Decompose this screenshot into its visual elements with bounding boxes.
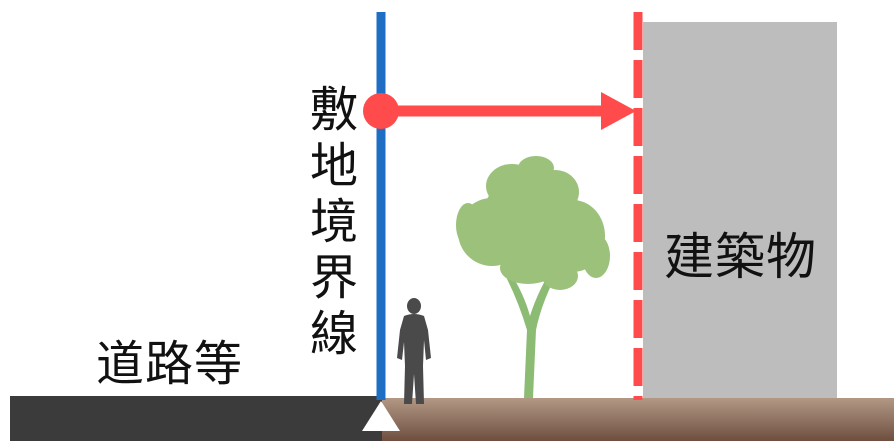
boundary-marker-icon xyxy=(362,401,400,431)
tree-foliage xyxy=(456,156,610,290)
person-icon xyxy=(397,298,431,404)
building-label: 建築物 xyxy=(664,228,817,286)
person-body xyxy=(397,314,431,404)
road-label: 道路等 xyxy=(96,336,244,392)
site-boundary-label: 敷地境界線 xyxy=(309,82,358,362)
arrow-head-icon xyxy=(601,92,636,130)
tree-icon xyxy=(456,156,610,398)
building-block xyxy=(643,22,837,398)
tree-trunk xyxy=(505,262,561,398)
arrow-start-dot-icon xyxy=(363,93,399,129)
site-ground xyxy=(380,398,894,441)
road-surface xyxy=(10,396,382,441)
person-head xyxy=(407,298,421,314)
